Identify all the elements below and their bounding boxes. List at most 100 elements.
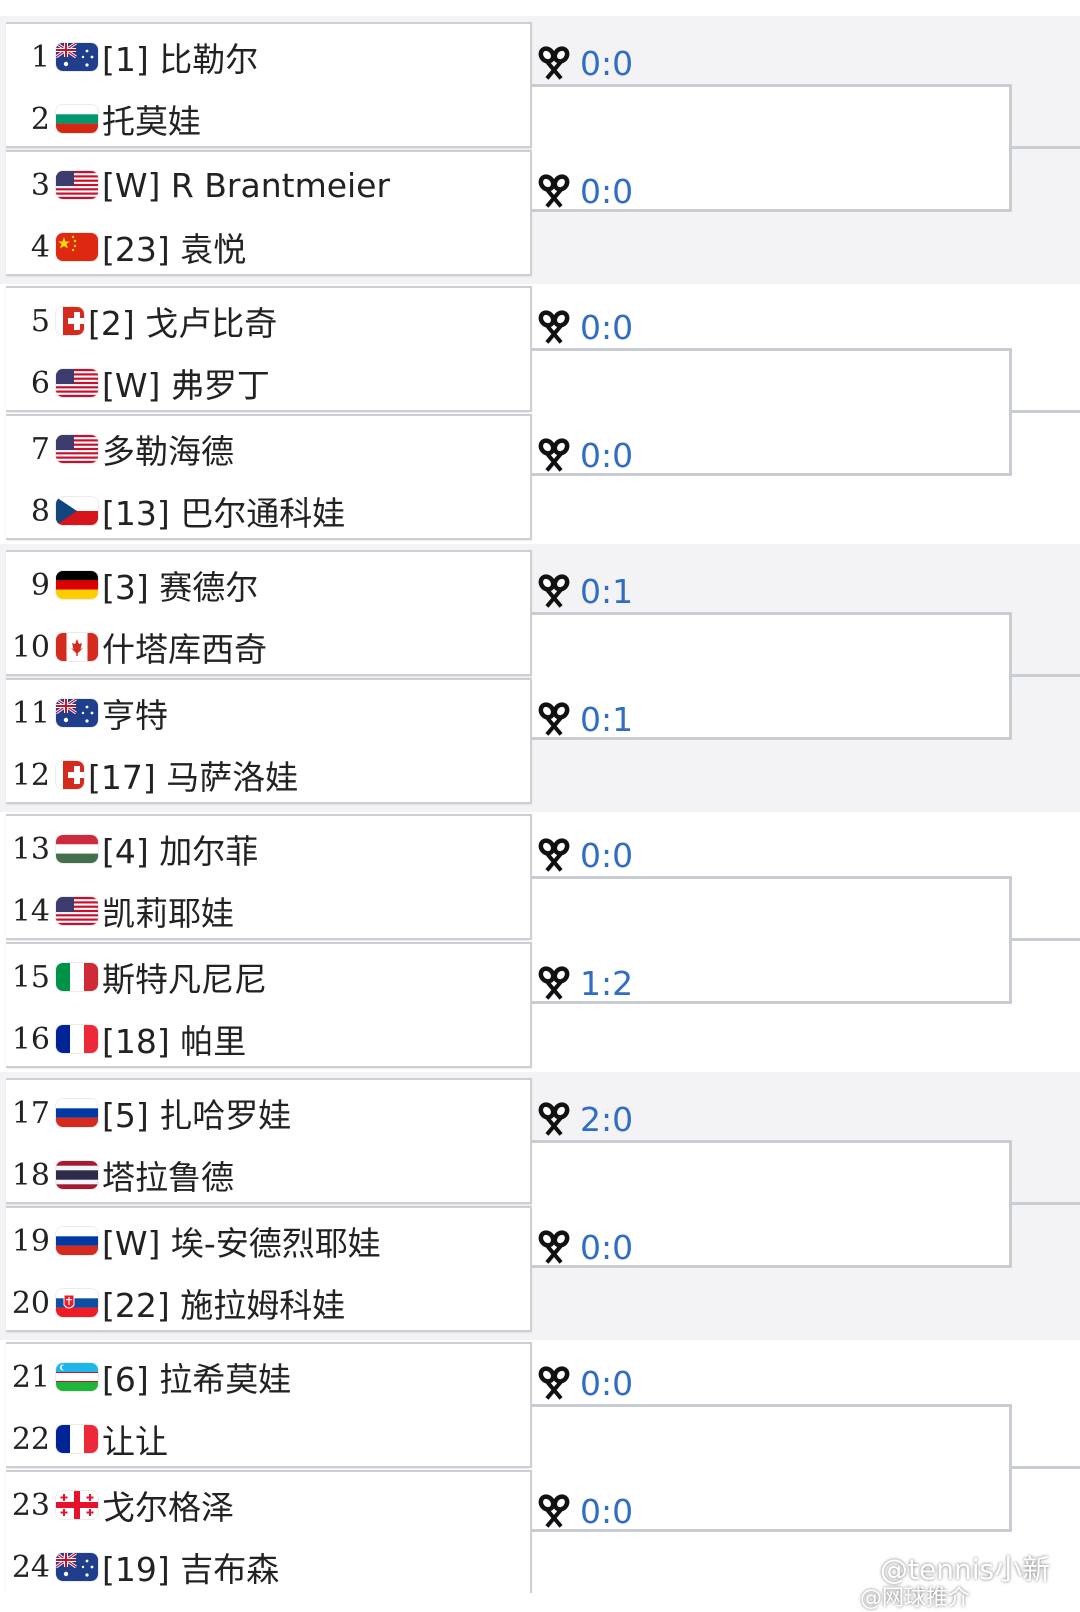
player-slot[interactable]: 7 多勒海德 bbox=[6, 418, 526, 480]
player-slot[interactable]: 22 让让 bbox=[6, 1408, 526, 1470]
player-name[interactable]: [W] R Brantmeier bbox=[102, 165, 391, 205]
player-name[interactable]: [3] 赛德尔 bbox=[102, 568, 259, 607]
h2h-cell[interactable]: 0:0 bbox=[534, 432, 674, 478]
player-slot[interactable]: 23 戈尔格泽 bbox=[6, 1474, 526, 1536]
h2h-score[interactable]: 0:0 bbox=[580, 1491, 634, 1531]
player-slot[interactable]: 21[6] 拉希莫娃 bbox=[6, 1346, 526, 1408]
player-name[interactable]: 托莫娃 bbox=[102, 102, 201, 141]
player-slot[interactable]: 4[23] 袁悦 bbox=[6, 216, 526, 278]
h2h-cell[interactable]: 1:2 bbox=[534, 960, 674, 1006]
player-slot[interactable]: 18 塔拉鲁德 bbox=[6, 1144, 526, 1206]
crossed-rackets-icon bbox=[534, 435, 574, 475]
player-name[interactable]: [1] 比勒尔 bbox=[102, 40, 259, 79]
h2h-score[interactable]: 2:0 bbox=[580, 1099, 634, 1139]
h2h-cell[interactable]: 0:0 bbox=[534, 832, 674, 878]
player-name[interactable]: 戈尔格泽 bbox=[102, 1488, 234, 1527]
h2h-cell[interactable]: 0:0 bbox=[534, 168, 674, 214]
flag-usa-icon bbox=[56, 435, 98, 463]
player-slot[interactable]: 1 [1] 比勒尔 bbox=[6, 26, 526, 88]
flag-ita-icon bbox=[56, 963, 98, 991]
match-box[interactable]: 1 [1] 比勒尔 2 托莫娃 bbox=[6, 22, 532, 148]
h2h-score[interactable]: 1:2 bbox=[580, 963, 634, 1003]
draw-position: 12 bbox=[11, 757, 50, 793]
player-name[interactable]: [6] 拉希莫娃 bbox=[102, 1360, 292, 1399]
draw-position: 15 bbox=[11, 959, 50, 995]
player-slot[interactable]: 3[W] R Brantmeier bbox=[6, 154, 526, 216]
player-name[interactable]: 让让 bbox=[102, 1422, 168, 1461]
player-name[interactable]: 斯特凡尼尼 bbox=[102, 960, 267, 999]
player-slot[interactable]: 8 [13] 巴尔通科娃 bbox=[6, 480, 526, 542]
player-name[interactable]: [18] 帕里 bbox=[102, 1022, 247, 1061]
h2h-cell[interactable]: 0:0 bbox=[534, 1360, 674, 1406]
h2h-cell[interactable]: 0:0 bbox=[534, 1224, 674, 1270]
flag-fra-icon bbox=[56, 1425, 98, 1453]
draw-position: 16 bbox=[11, 1021, 50, 1057]
player-name[interactable]: [W] 弗罗丁 bbox=[102, 366, 270, 405]
player-name[interactable]: 亨特 bbox=[102, 696, 168, 735]
player-slot[interactable]: 2 托莫娃 bbox=[6, 88, 526, 150]
h2h-score[interactable]: 0:0 bbox=[580, 835, 634, 875]
player-name[interactable]: 多勒海德 bbox=[102, 432, 234, 471]
player-name[interactable]: [17] 马萨洛娃 bbox=[88, 758, 299, 797]
player-slot[interactable]: 6[W] 弗罗丁 bbox=[6, 352, 526, 414]
player-name[interactable]: [19] 吉布森 bbox=[102, 1550, 280, 1589]
h2h-cell[interactable]: 0:0 bbox=[534, 40, 674, 86]
h2h-score[interactable]: 0:1 bbox=[580, 571, 634, 611]
match-box[interactable]: 15 斯特凡尼尼 16 [18] 帕里 bbox=[6, 942, 532, 1068]
bracket-connector bbox=[532, 1404, 1012, 1532]
flag-cze-icon bbox=[56, 497, 98, 525]
match-box[interactable]: 11 亨特 12 [17] 马萨洛娃 bbox=[6, 678, 532, 804]
h2h-score[interactable]: 0:0 bbox=[580, 1363, 634, 1403]
h2h-cell[interactable]: 0:1 bbox=[534, 568, 674, 614]
player-slot[interactable]: 20[22] 施拉姆科娃 bbox=[6, 1272, 526, 1334]
player-slot[interactable]: 24[19] 吉布森 bbox=[6, 1536, 526, 1593]
player-slot[interactable]: 17[5] 扎哈罗娃 bbox=[6, 1082, 526, 1144]
player-slot[interactable]: 10 什塔库西奇 bbox=[6, 616, 526, 678]
player-slot[interactable]: 16 [18] 帕里 bbox=[6, 1008, 526, 1070]
h2h-cell[interactable]: 0:1 bbox=[534, 696, 674, 742]
player-name[interactable]: 塔拉鲁德 bbox=[102, 1158, 234, 1197]
flag-aus-icon bbox=[56, 699, 98, 727]
h2h-score[interactable]: 0:0 bbox=[580, 43, 634, 83]
h2h-score[interactable]: 0:0 bbox=[580, 1227, 634, 1267]
flag-geo-icon bbox=[56, 1491, 98, 1519]
h2h-cell[interactable]: 0:0 bbox=[534, 1488, 674, 1534]
h2h-score[interactable]: 0:0 bbox=[580, 171, 634, 211]
match-box[interactable]: 7 多勒海德 8 [13] 巴尔通科娃 bbox=[6, 414, 532, 540]
player-name[interactable]: [23] 袁悦 bbox=[102, 230, 247, 269]
player-name[interactable]: [4] 加尔菲 bbox=[102, 832, 259, 871]
player-name[interactable]: [2] 戈卢比奇 bbox=[88, 304, 278, 343]
draw-position: 8 bbox=[30, 493, 50, 529]
h2h-score[interactable]: 0:0 bbox=[580, 435, 634, 475]
bracket-connector bbox=[532, 84, 1012, 212]
player-name[interactable]: [13] 巴尔通科娃 bbox=[102, 494, 346, 533]
player-slot[interactable]: 15 斯特凡尼尼 bbox=[6, 946, 526, 1008]
h2h-score[interactable]: 0:0 bbox=[580, 307, 634, 347]
player-slot[interactable]: 14 凯莉耶娃 bbox=[6, 880, 526, 942]
player-name[interactable]: [22] 施拉姆科娃 bbox=[102, 1286, 346, 1325]
h2h-score[interactable]: 0:1 bbox=[580, 699, 634, 739]
flag-bul-icon bbox=[56, 105, 98, 133]
player-slot[interactable]: 19[W] 埃-安德烈耶娃 bbox=[6, 1210, 526, 1272]
player-name[interactable]: [W] 埃-安德烈耶娃 bbox=[102, 1224, 381, 1263]
h2h-cell[interactable]: 2:0 bbox=[534, 1096, 674, 1142]
h2h-cell[interactable]: 0:0 bbox=[534, 304, 674, 350]
player-slot[interactable]: 9[3] 赛德尔 bbox=[6, 554, 526, 616]
draw-position: 1 bbox=[30, 39, 50, 75]
player-name[interactable]: 凯莉耶娃 bbox=[102, 894, 234, 933]
player-slot[interactable]: 12 [17] 马萨洛娃 bbox=[6, 744, 526, 806]
player-name[interactable]: [5] 扎哈罗娃 bbox=[102, 1096, 292, 1135]
player-slot[interactable]: 13[4] 加尔菲 bbox=[6, 818, 526, 880]
player-slot[interactable]: 11 亨特 bbox=[6, 682, 526, 744]
player-slot[interactable]: 5[2] 戈卢比奇 bbox=[6, 290, 526, 352]
player-name[interactable]: 什塔库西奇 bbox=[102, 630, 267, 669]
flag-sui-icon bbox=[56, 307, 84, 335]
